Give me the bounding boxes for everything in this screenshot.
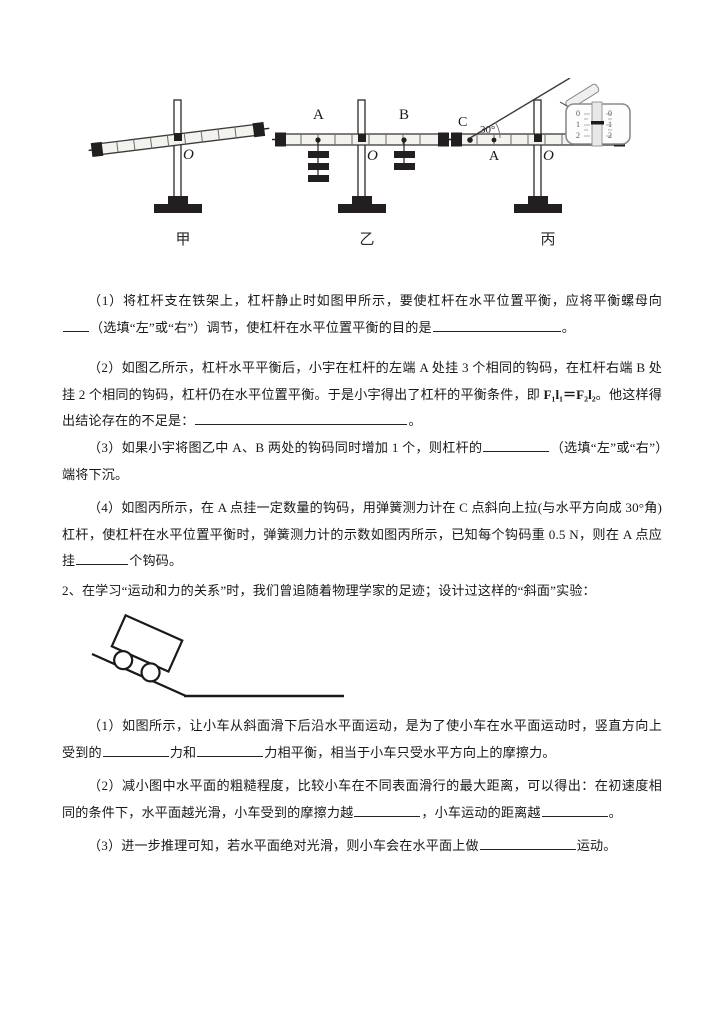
cart-icon bbox=[110, 613, 184, 683]
q1-part-1-text-c: 。 bbox=[561, 319, 575, 335]
figure-jia: O bbox=[88, 99, 270, 213]
q1-part-2-text-b: 。他这样得出结论存在的不足是： bbox=[62, 386, 662, 429]
point-c-marker bbox=[467, 137, 473, 143]
q1-part-3-text-a: 如果小宇将图乙中 A、B 两处的钩码同时增加 1 个，则杠杆的 bbox=[121, 440, 483, 455]
figure-caption-yi: 乙 bbox=[359, 230, 375, 248]
q1-part-4-blank-1[interactable] bbox=[76, 550, 129, 565]
q2-part-1-number: （1） bbox=[88, 718, 122, 733]
q1-part-2-text-c: 。 bbox=[408, 413, 422, 428]
figure-caption-jia: 甲 bbox=[175, 230, 191, 248]
q2-part-3-number: （3） bbox=[88, 838, 122, 853]
q1-part-2: （2）如图乙所示，杠杆水平平衡后，小宇在杠杆的左端 A 处挂 3 个相同的钩码，… bbox=[62, 355, 662, 435]
figure-bing: O C A 30° 0 1 2 0 1 2 bbox=[448, 78, 631, 213]
pivot-label-yi: O bbox=[367, 148, 378, 164]
lever-stand-yi bbox=[338, 99, 386, 213]
q2-part-2-text-c: 。 bbox=[608, 804, 622, 820]
q2-part-1-text-a: 如图所示，让小车从斜面滑下后沿水平面运动，是为了使小车在水平面运动时，竖直方向上… bbox=[62, 718, 663, 760]
scale-mark-2-left: 2 bbox=[576, 131, 580, 140]
q1-part-3-text-b: （选填“左”或“右”）端将下沉。 bbox=[62, 440, 662, 482]
q2-part-1-blank-2[interactable] bbox=[197, 742, 264, 757]
q1-part-4-number: （4） bbox=[88, 500, 122, 515]
q2-part-2-number: （2） bbox=[88, 778, 122, 793]
pivot-label-bing: O bbox=[543, 148, 554, 164]
q1-part-3-number: （3） bbox=[88, 440, 122, 455]
ramp-slope bbox=[91, 652, 187, 698]
scale-mark-0-right: 0 bbox=[608, 109, 612, 118]
figure-caption-bing: 丙 bbox=[540, 230, 556, 248]
pivot-point-bing bbox=[534, 134, 542, 142]
q2-part-2-blank-1[interactable] bbox=[354, 802, 421, 817]
q1-part-2-number: （2） bbox=[88, 360, 122, 375]
angle-label-bing: 30° bbox=[480, 124, 495, 136]
point-label-c-bing: C bbox=[458, 115, 467, 130]
q2-part-2-text-b: ，小车运动的距离越 bbox=[421, 804, 541, 820]
q1-part-1-number: （1） bbox=[88, 293, 123, 308]
point-label-a-bing: A bbox=[489, 149, 500, 164]
pull-string bbox=[469, 78, 571, 139]
q1-part-3: （3）如果小宇将图乙中 A、B 两处的钩码同时增加 1 个，则杠杆的（选填“左”… bbox=[62, 435, 662, 488]
point-a-marker bbox=[491, 137, 497, 143]
q2-part-3-blank-1[interactable] bbox=[479, 835, 576, 850]
q2-stem-text: 2、在学习“运动和力的关系”时，我们曾追随着物理学家的足迹；设计过这样的“斜面”… bbox=[62, 583, 596, 598]
q1-part-2-blank-1[interactable] bbox=[195, 410, 408, 425]
lever-figure-row: O 甲 bbox=[0, 78, 720, 268]
q2-part-2-blank-2[interactable] bbox=[541, 802, 608, 817]
figure-inclined-plane bbox=[91, 613, 344, 698]
q2-part-1: （1）如图所示，让小车从斜面滑下后沿水平面运动，是为了使小车在水平面运动时，竖直… bbox=[62, 713, 662, 766]
q2-part-3-text-b: 运动。 bbox=[576, 838, 617, 853]
q1-part-1-text-b: （选填“左”或“右”）调节，使杠杆在水平位置平衡的目的是 bbox=[90, 319, 432, 335]
lever-stand-jia bbox=[154, 99, 202, 213]
q2-part-3-text-a: 进一步推理可知，若水平面绝对光滑，则小车会在水平面上做 bbox=[121, 838, 479, 853]
q1-part-2-text-a: 如图乙所示，杠杆水平平衡后，小宇在杠杆的左端 A 处挂 3 个相同的钩码，在杠杆… bbox=[62, 360, 662, 402]
q2-part-1-text-c: 力相平衡，相当于小车只受水平方向上的摩擦力。 bbox=[264, 744, 556, 760]
lever-balance-formula: F₁l₁＝F₂l₂ bbox=[543, 386, 596, 402]
q1-part-1-blank-1[interactable] bbox=[63, 317, 89, 332]
q2-part-1-text-b: 力和 bbox=[169, 744, 197, 760]
scale-mark-0-left: 0 bbox=[576, 109, 580, 118]
figure-yi: O A B bbox=[272, 99, 454, 213]
scale-mark-1-left: 1 bbox=[576, 120, 580, 129]
q1-part-4-text-b: 个钩码。 bbox=[129, 553, 183, 568]
point-label-b-yi: B bbox=[399, 107, 409, 123]
q2-stem: 2、在学习“运动和力的关系”时，我们曾追随着物理学家的足迹；设计过这样的“斜面”… bbox=[62, 578, 662, 605]
q1-part-4-text-a: 如图丙所示，在 A 点挂一定数量的钩码，用弹簧测力计在 C 点斜向上拉(与水平方… bbox=[62, 500, 662, 568]
lever-stand-bing bbox=[514, 99, 562, 213]
pivot-point-jia bbox=[174, 133, 182, 141]
q1-part-4: （4）如图丙所示，在 A 点挂一定数量的钩码，用弹簧测力计在 C 点斜向上拉(与… bbox=[62, 495, 662, 575]
spring-scale-icon: 0 1 2 0 1 2 bbox=[559, 83, 631, 147]
q1-part-1-text-a: 将杠杆支在铁架上，杠杆静止时如图甲所示，要使杠杆在水平位置平衡，应将平衡螺母向 bbox=[122, 293, 662, 308]
point-label-a-yi: A bbox=[313, 107, 324, 123]
q2-part-2: （2）减小图中水平面的粗糙程度，比较小车在不同表面滑行的最大距离，可以得出：在初… bbox=[62, 773, 662, 826]
pivot-label-jia: O bbox=[183, 147, 194, 163]
q2-part-3: （3）进一步推理可知，若水平面绝对光滑，则小车会在水平面上做 运动。 bbox=[62, 833, 662, 860]
scale-mark-2-right: 2 bbox=[608, 131, 612, 140]
q2-part-1-blank-1[interactable] bbox=[102, 742, 169, 757]
q1-part-1: （1）将杠杆支在铁架上，杠杆静止时如图甲所示，要使杠杆在水平位置平衡，应将平衡螺… bbox=[62, 288, 662, 341]
q1-part-1-blank-2[interactable] bbox=[432, 317, 561, 332]
q1-part-3-blank-1[interactable] bbox=[483, 437, 550, 452]
scale-mark-1-right: 1 bbox=[608, 120, 612, 129]
weights-at-b bbox=[394, 137, 415, 170]
angle-arc bbox=[494, 121, 501, 139]
pivot-point-yi bbox=[358, 134, 366, 142]
weights-at-a bbox=[308, 137, 329, 182]
q2-part-2-text-a: 减小图中水平面的粗糙程度，比较小车在不同表面滑行的最大距离，可以得出：在初速度相… bbox=[62, 778, 663, 820]
